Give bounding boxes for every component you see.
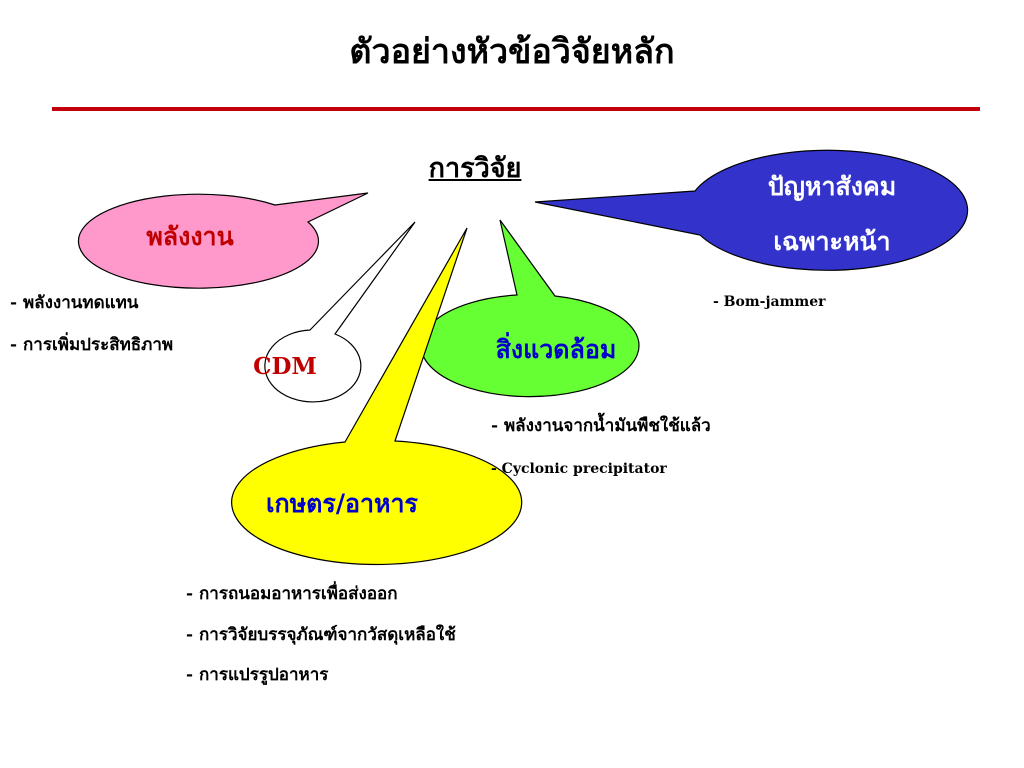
- environment-note-2: - Cyclonic precipitator: [491, 461, 667, 477]
- energy-note-2: - การเพิ่มประสิทธิภาพ: [10, 335, 174, 355]
- cdm-bubble-label: CDM: [253, 353, 317, 380]
- title-divider: [52, 107, 980, 111]
- social-bubble-label-line2: เฉพาะหน้า: [773, 227, 890, 256]
- social-bubble-label-line1: ปัญหาสังคม: [768, 172, 896, 201]
- energy-bubble-label: พลังงาน: [146, 222, 233, 251]
- environment-callout-bubble: [420, 219, 640, 398]
- cdm-callout-bubble: [264, 221, 416, 403]
- slide-title: ตัวอย่างหัวข้อวิจัยหลัก: [349, 32, 675, 72]
- energy-note-1: - พลังงานทดแทน: [10, 293, 139, 313]
- social-callout-bubble: [534, 149, 969, 271]
- energy-callout-bubble: [77, 192, 369, 289]
- environment-note-1: - พลังงานจากน้ำมันพืชใช้แล้ว: [491, 416, 711, 436]
- environment-bubble-label: สิ่งแวดล้อม: [496, 332, 617, 364]
- social-note-1: - Bom-jammer: [713, 294, 826, 310]
- agri-food-callout-bubble: [231, 227, 523, 566]
- agri-food-note-1: - การถนอมอาหารเพื่อส่งออก: [186, 584, 398, 604]
- agri-food-bubble-label: เกษตร/อาหาร: [266, 489, 419, 518]
- center-topic-label: การวิจัย: [428, 153, 522, 184]
- agri-food-note-3: - การแปรรูปอาหาร: [186, 665, 329, 685]
- agri-food-note-2: - การวิจัยบรรจุภัณฑ์จากวัสดุเหลือใช้: [186, 625, 456, 645]
